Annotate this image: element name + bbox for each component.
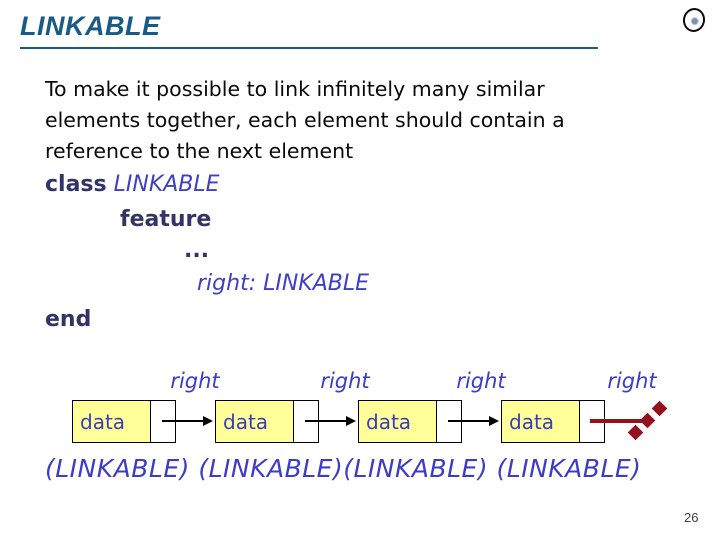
body-text-line: To make it possible to link infinitely m… — [45, 77, 545, 101]
linkable-node: data — [358, 400, 462, 443]
code-line-ellipsis: ... — [184, 238, 209, 263]
eye-logo-icon — [680, 5, 708, 35]
continuation-line — [590, 419, 648, 423]
node-data-cell: data — [73, 401, 151, 442]
node-type-labels: (LINKABLE) (LINKABLE)(LINKABLE) (LINKABL… — [45, 454, 642, 483]
continuation-diamond-icon — [651, 400, 668, 417]
title-underline — [20, 47, 598, 49]
attribute-type: : LINKABLE — [248, 271, 370, 296]
class-name: LINKABLE — [113, 172, 220, 197]
right-pointer-label: right — [607, 369, 657, 393]
keyword-class: class — [45, 172, 107, 197]
link-arrow — [305, 420, 347, 422]
keyword-feature: feature — [120, 207, 212, 232]
attribute-name: right — [197, 271, 249, 296]
slide-title: LINKABLE — [20, 11, 161, 41]
linkable-node: data — [72, 400, 176, 443]
keyword-end: end — [45, 307, 92, 332]
continuation-diamond-icon — [639, 412, 656, 429]
page-number: 26 — [684, 510, 699, 525]
node-data-cell: data — [359, 401, 437, 442]
continuation-diamond-icon — [627, 424, 644, 441]
link-arrowhead-icon — [203, 416, 213, 426]
code-line-right-declaration: right: LINKABLE — [197, 271, 369, 296]
node-data-cell: data — [502, 401, 580, 442]
body-text-line: reference to the next element — [45, 139, 354, 163]
code-line-feature: feature — [120, 207, 211, 232]
code-line-end: end — [45, 307, 91, 332]
linkable-node: data — [215, 400, 319, 443]
right-pointer-label: right — [456, 369, 506, 393]
link-arrow — [162, 420, 204, 422]
right-pointer-label: right — [170, 369, 220, 393]
link-arrow — [448, 420, 490, 422]
code-ellipsis: ... — [184, 238, 210, 263]
link-arrowhead-icon — [346, 416, 356, 426]
code-line-class: class LINKABLE — [45, 172, 220, 197]
eye-logo-pupil — [691, 17, 699, 25]
node-data-cell: data — [216, 401, 294, 442]
link-arrowhead-icon — [489, 416, 499, 426]
body-text-line: elements together, each element should c… — [45, 108, 565, 132]
right-pointer-label: right — [320, 369, 370, 393]
